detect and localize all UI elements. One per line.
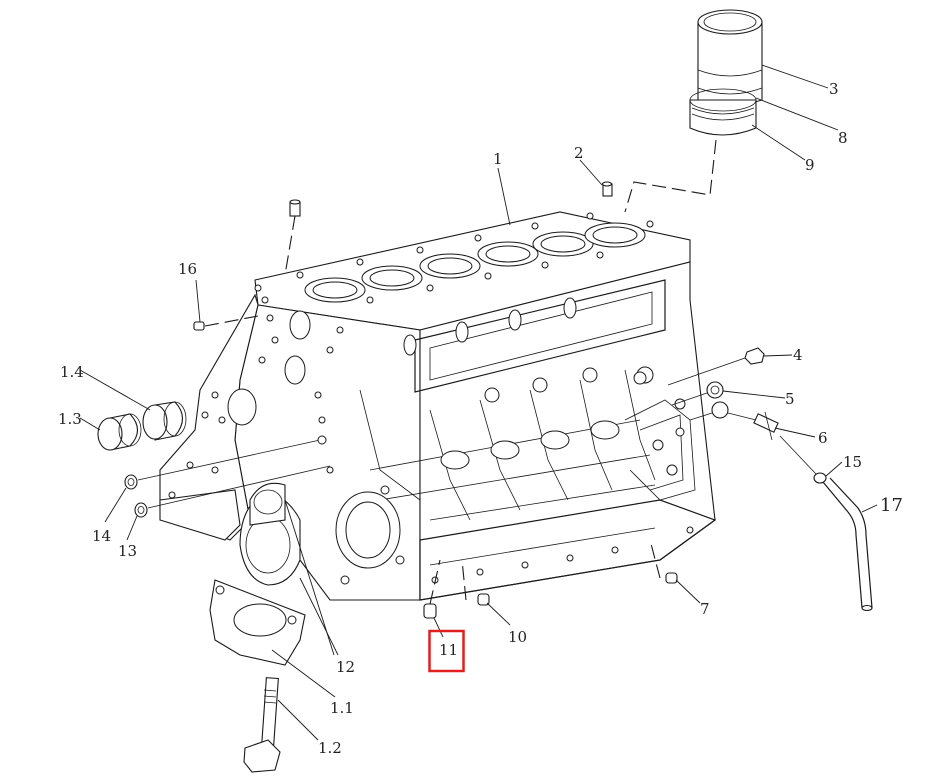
- callout-2: 2: [574, 144, 584, 162]
- main-bearing-shells: [239, 482, 301, 586]
- callout-11-highlight-box: [428, 629, 465, 673]
- callout-13: 13: [118, 542, 137, 560]
- callout-1: 1: [493, 150, 503, 168]
- callout-9: 9: [805, 156, 815, 174]
- callout-7: 7: [700, 600, 710, 618]
- cap-bolt: [243, 677, 281, 773]
- callout-8: 8: [838, 129, 848, 147]
- callout-4: 4: [793, 346, 803, 364]
- callout-5: 5: [785, 390, 795, 408]
- callout-3: 3: [829, 80, 839, 98]
- cylinder-liner: [624, 9, 763, 213]
- callout-14: 14: [92, 527, 111, 545]
- callout-10: 10: [508, 628, 527, 646]
- callout-labels: 1 2 3 4 5 6 7 8 9 10 11 12 13 14 15 16 1…: [58, 80, 903, 757]
- dipstick-tube: [822, 477, 873, 612]
- callout-15: 15: [843, 453, 862, 471]
- rear-plate: [159, 284, 269, 541]
- engine-block: [234, 211, 717, 601]
- small-parts: [124, 181, 827, 619]
- callout-17: 17: [880, 495, 903, 516]
- callout-16: 16: [178, 260, 197, 278]
- callout-1-3: 1.3: [58, 410, 82, 428]
- cam-bushings: [97, 401, 187, 451]
- callout-1-2: 1.2: [318, 739, 342, 757]
- callout-11: 11: [439, 641, 458, 659]
- callout-1-1: 1.1: [330, 699, 354, 717]
- leader-lines: [79, 64, 878, 741]
- main-bearing-cap: [209, 579, 306, 666]
- callout-12: 12: [336, 658, 355, 676]
- callout-6: 6: [818, 429, 828, 447]
- callout-1-4: 1.4: [60, 363, 84, 381]
